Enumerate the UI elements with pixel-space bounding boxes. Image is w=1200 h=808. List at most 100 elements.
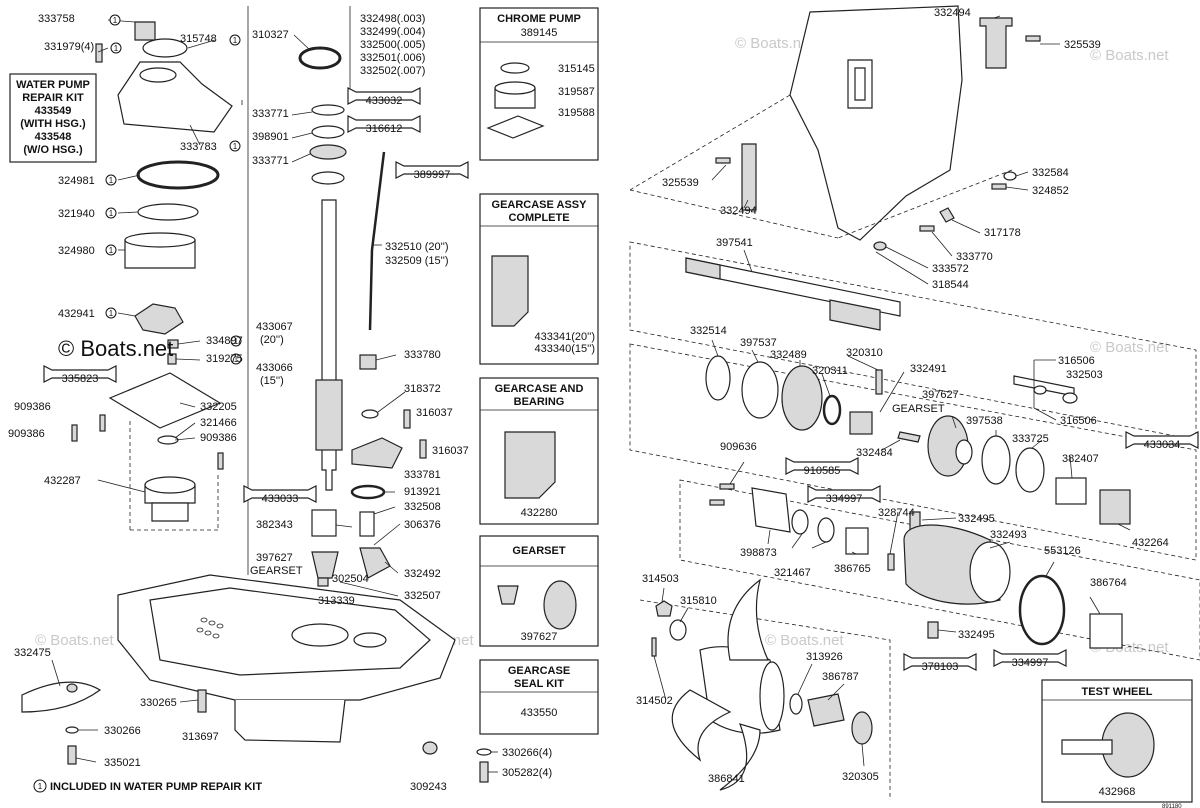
propeller-group: TEST WHEEL 432968 <box>639 578 1193 803</box>
seal <box>791 509 809 535</box>
svg-text:1: 1 <box>38 782 43 791</box>
screw <box>71 424 78 442</box>
screw <box>991 183 1007 190</box>
kit-title-2: REPAIR KIT <box>22 92 84 104</box>
tool-label: 378103 <box>903 653 977 673</box>
part-number-label: 332509 (15'') <box>385 255 449 267</box>
watermark: © Boats.net <box>1090 47 1169 64</box>
part-number-label: 332495 <box>958 629 995 641</box>
svg-text:378103: 378103 <box>922 661 959 673</box>
screw <box>99 414 106 432</box>
part-number-label: 331979(4) <box>44 41 94 53</box>
part-number-label: 333770 <box>956 251 993 263</box>
part-number-label: 315145 <box>558 63 595 75</box>
pump-housing-top <box>139 67 177 83</box>
svg-text:334997: 334997 <box>1012 657 1049 669</box>
housing-screw <box>95 43 103 63</box>
part-number-label: 333781 <box>404 469 441 481</box>
part-number-label: 324981 <box>58 175 95 187</box>
o-ring <box>822 394 842 426</box>
bearing <box>1055 477 1087 505</box>
pinion-illustration <box>497 585 519 605</box>
tool-label: 910585 <box>785 457 859 477</box>
drain-screw <box>422 741 438 755</box>
kit-without-number: 433548 <box>35 131 72 143</box>
svg-text:1: 1 <box>114 44 119 53</box>
seal-kit-title-2: SEAL KIT <box>514 678 564 690</box>
shift-bracket <box>979 17 1013 69</box>
thrust-bearing <box>981 435 1011 485</box>
image-code: 891180 <box>1162 804 1182 808</box>
tool-label: 433033 <box>243 485 317 505</box>
driveshaft-group <box>241 6 427 597</box>
screw <box>197 689 207 713</box>
svg-text:1: 1 <box>234 355 239 364</box>
part-number-label: 433066 <box>256 362 293 374</box>
kit-with-text: (WITH HSG.) <box>20 118 86 130</box>
screw <box>715 157 731 164</box>
gearcase-assy-title-2: COMPLETE <box>508 212 569 224</box>
tool-label: 334997 <box>993 649 1067 669</box>
pump-gasket <box>136 160 220 190</box>
part-number-label: 318372 <box>404 383 441 395</box>
gearcase-bearing-number: 432280 <box>521 507 558 519</box>
footnote-text: INCLUDED IN WATER PUMP REPAIR KIT <box>50 781 262 793</box>
bushing <box>845 527 869 555</box>
screw <box>217 452 224 470</box>
thrust-bearing <box>309 144 347 160</box>
water-intake-holes <box>196 617 224 639</box>
trim-tab-bolt <box>66 683 78 693</box>
washer <box>1062 392 1078 404</box>
svg-text:1: 1 <box>109 176 114 185</box>
washer <box>1003 171 1017 181</box>
washer <box>1033 385 1047 395</box>
kit-with-number: 433549 <box>35 105 72 117</box>
impeller <box>134 303 184 335</box>
trim-tab <box>21 681 102 713</box>
svg-text:1: 1 <box>109 246 114 255</box>
shaft-sleeve <box>315 379 343 451</box>
part-number-label: 332503 <box>1066 369 1103 381</box>
seal-kit-number: 433550 <box>521 707 558 719</box>
shim <box>311 104 345 116</box>
forward-gear-group <box>629 339 1197 561</box>
shim <box>705 355 731 401</box>
part-number-label: 382343 <box>256 519 293 531</box>
watermark: © Boats.net <box>1090 339 1169 356</box>
part-number-label: 332492 <box>404 568 441 580</box>
seal-kit-box <box>479 659 599 735</box>
part-number-label: 324852 <box>1032 185 1069 197</box>
chrome-pump-number: 389145 <box>521 27 558 39</box>
part-number-label: 433067 <box>256 321 293 333</box>
part-number-label: 333725 <box>1012 433 1049 445</box>
tool-label: 334997 <box>807 485 881 505</box>
o-ring-small <box>361 409 379 419</box>
part-number-label: 305282(4) <box>502 767 552 779</box>
gearcase-assy-title-1: GEARCASE ASSY <box>492 199 588 211</box>
part-number-label: 397538 <box>966 415 1003 427</box>
pump-grommet <box>134 21 156 41</box>
svg-text:433032: 433032 <box>366 95 403 107</box>
gearcase-assy-number-1: 433341(20'') <box>535 331 595 343</box>
part-number-label: 306376 <box>404 519 441 531</box>
part-number-label: 386765 <box>834 563 871 575</box>
part-number-label: 332502(.007) <box>360 65 425 77</box>
part-number-label: 316037 <box>432 445 469 457</box>
cotter-pin <box>651 637 657 657</box>
shift-cam <box>359 511 375 537</box>
part-number-label: 398873 <box>740 547 777 559</box>
part-number-label: GEARSET <box>250 565 303 577</box>
svg-text:910585: 910585 <box>804 465 841 477</box>
clutch-pin <box>875 369 883 395</box>
carrier-top <box>144 476 196 494</box>
screw <box>67 745 77 765</box>
part-number-label: 909386 <box>14 401 51 413</box>
part-number-label: 397537 <box>740 337 777 349</box>
part-number-label: 316037 <box>416 407 453 419</box>
part-number-label: 332514 <box>690 325 727 337</box>
propeller-blade <box>719 723 761 791</box>
gearcase-top-deck <box>149 587 431 676</box>
gearcase-bearing-title-1: GEARCASE AND <box>495 383 584 395</box>
part-number-label: 909636 <box>720 441 757 453</box>
propeller-blade <box>671 689 732 762</box>
